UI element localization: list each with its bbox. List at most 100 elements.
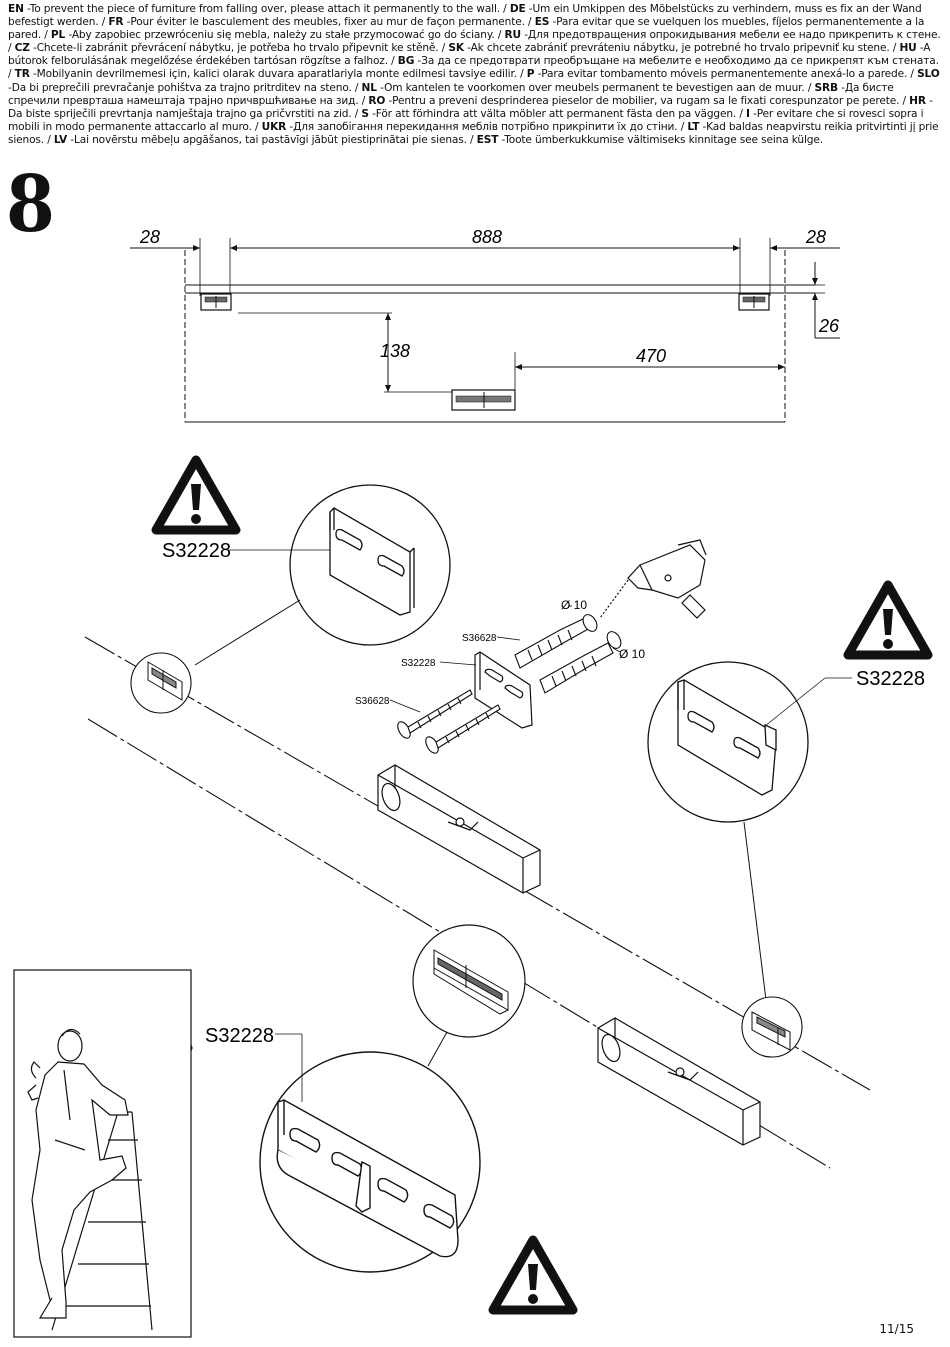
warning-triangle-icon [156, 460, 236, 530]
page-number: 11/15 [879, 1322, 914, 1336]
warning-sentence: Pentru a preveni desprinderea pieselor d… [392, 94, 900, 107]
detail-circle-bracket-bottom [259, 924, 526, 1273]
dimension-span: 888 [472, 227, 502, 247]
dimension-top-offset: 26 [818, 316, 840, 336]
warning-lt: LT -Kad baldas neapvirstu reikia pritvir… [8, 120, 939, 146]
language-code: S [361, 107, 369, 120]
bracket-code-label: S32228 [162, 540, 231, 562]
language-code: P [526, 68, 535, 81]
warning-fr: FR -Pour éviter le basculement des meubl… [108, 16, 535, 29]
warning-p: P -Para evitar tombamento móveis permane… [526, 68, 918, 81]
language-code: CZ [14, 42, 30, 55]
warning-en: EN -To prevent the piece of furniture fr… [8, 3, 510, 15]
bracket-code-label-bottom: S32228 [205, 1025, 274, 1047]
warning-sentence: Chcete-li zabránit převrácení nábytku, j… [36, 42, 439, 55]
wall-anchoring-warning-text: EN -To prevent the piece of furniture fr… [8, 3, 942, 147]
detail-circle-bracket-right [647, 661, 809, 1058]
warning-sentence: Per evitare che si rovesci sopra i mobil… [8, 107, 924, 133]
warning-sentence: Для запобігання перекидання меблів потрі… [293, 120, 678, 133]
warning-sentence: Kad baldas neapvirstu reikia pritvirtint… [8, 120, 939, 146]
language-code: UKR [261, 120, 287, 133]
language-code: EN [8, 3, 24, 15]
dimension-diagram [130, 238, 840, 423]
dimension-left-offset: 28 [139, 227, 160, 247]
step-number: 8 [6, 159, 55, 250]
warning-tr: TR -Mobilyanin devrilmemesi için, kalici… [14, 68, 527, 81]
warning-sentence: To prevent the piece of furniture from f… [29, 3, 500, 15]
language-code: HU [899, 42, 917, 55]
language-code: BG [397, 55, 415, 68]
warning-slo: SLO -Da bi preprečili prevračanje pohišt… [8, 68, 940, 94]
exploded-bracket [474, 651, 533, 729]
warning-sk: SK -Ak chcete zabrániť prevráteniu nábyt… [448, 42, 900, 55]
warning-sentence: A bútorok felborulásának megelőzése érde… [8, 42, 931, 68]
warning-nl: NL -Om kantelen te voorkomen over meubel… [361, 81, 815, 94]
warning-s: S -För att förhindra att välta möbler at… [361, 107, 746, 120]
warning-sentence: Pour éviter le basculement des meubles, … [130, 16, 525, 29]
language-code: I [746, 107, 750, 120]
warning-cz: CZ -Chcete-li zabránit převrácení nábytk… [14, 42, 449, 55]
warning-es: ES -Para evitar que se vuelquen los mueb… [8, 16, 925, 42]
language-code: PL [50, 29, 66, 42]
warning-triangle-icon [493, 1240, 573, 1310]
warning-sentence: Um ein Umkippen des Möbelstücks zu verhi… [8, 3, 922, 29]
language-code: SRB [814, 81, 839, 94]
dimension-right-offset: 28 [805, 227, 826, 247]
drill-icon [599, 539, 707, 619]
spirit-level-icon [377, 764, 541, 894]
person-on-ladder-illustration [13, 969, 192, 1338]
dimension-vertical-drop: 138 [380, 341, 410, 361]
bracket-code-label-right: S32228 [856, 668, 925, 690]
spirit-level-icon [597, 1017, 761, 1146]
warning-ru: RU -Для предотвращения опрокидывания меб… [8, 29, 941, 55]
language-code: LV [53, 133, 68, 146]
language-code: DE [509, 3, 526, 15]
warning-sentence: Da bi preprečili prevračanje pohištva za… [11, 81, 352, 94]
language-code: RU [504, 29, 522, 42]
warning-sentence: Aby zapobiec przewróceniu się mebla, nal… [71, 29, 495, 42]
warning-sentence: Для предотвращения опрокидывания мебели … [527, 29, 941, 42]
warning-sentence: Da biste spriječili prevrtanja namještaj… [8, 107, 352, 120]
warning-sentence: Да бисте спречили преврташа намештаја тр… [8, 81, 894, 107]
language-code: NL [361, 81, 377, 94]
warning-sentence: Lai novērstu mēbeļu apgāšanos, tai pastā… [73, 133, 467, 146]
language-code: SLO [917, 68, 940, 81]
warning-sentence: För att förhindra att välta möbler att p… [375, 107, 737, 120]
warning-ro: RO -Pentru a preveni desprinderea piesel… [368, 94, 910, 107]
warning-sentence: Om kantelen te voorkomen over meubels pe… [384, 81, 805, 94]
warning-lv: LV -Lai novērstu mēbeļu apgāšanos, tai p… [53, 133, 477, 146]
bracket-code-label-small: S32228 [401, 658, 436, 669]
warning-sentence: Toote ümberkukkumise vältimiseks kinnita… [504, 133, 823, 146]
language-code: LT [687, 120, 700, 133]
warning-de: DE -Um ein Umkippen des Möbelstücks zu v… [8, 3, 922, 29]
warning-ukr: UKR -Для запобігання перекидання меблів … [261, 120, 688, 133]
warning-sentence: За да се предотврати преобръщане на мебе… [421, 55, 939, 68]
warning-sentence: Para evitar tombamento móveis permanente… [541, 68, 908, 81]
language-code: SK [448, 42, 464, 55]
wall-plug-icon [514, 614, 622, 694]
drill-diameter-label-top: Ø 10 [561, 598, 587, 612]
warning-triangle-icon [848, 585, 928, 655]
dimension-center-offset: 470 [636, 346, 666, 366]
warning-sentence: Ak chcete zabrániť prevráteniu nábytku, … [470, 42, 890, 55]
warning-bg: BG -За да се предотврати преобръщане на … [8, 55, 939, 81]
language-code: ES [534, 16, 550, 29]
warning-hr: HR -Da biste spriječili prevrtanja namje… [8, 94, 933, 120]
screw-code-label-bottom: S36628 [355, 696, 390, 707]
warning-pl: PL -Aby zapobiec przewróceniu się mebla,… [50, 29, 505, 42]
warning-i: I -Per evitare che si rovesci sopra i mo… [8, 107, 924, 133]
drill-diameter-label-bottom: Ø 10 [619, 647, 645, 661]
language-code: EST [476, 133, 499, 146]
language-code: FR [108, 16, 124, 29]
warning-hu: HU -A bútorok felborulásának megelőzése … [8, 42, 931, 68]
warning-srb: SRB -Да бисте спречили преврташа намешта… [8, 81, 894, 107]
warning-sentence: Para evitar que se vuelquen los muebles,… [8, 16, 925, 42]
detail-circle-bracket [130, 484, 451, 714]
language-code: HR [909, 94, 926, 107]
screw-icon [397, 689, 501, 754]
warning-sentence: Mobilyanin devrilmemesi için, kalici ola… [36, 68, 517, 81]
warning-est: EST -Toote ümberkukkumise vältimiseks ki… [476, 133, 823, 146]
language-code: RO [368, 94, 386, 107]
language-code: TR [14, 68, 30, 81]
